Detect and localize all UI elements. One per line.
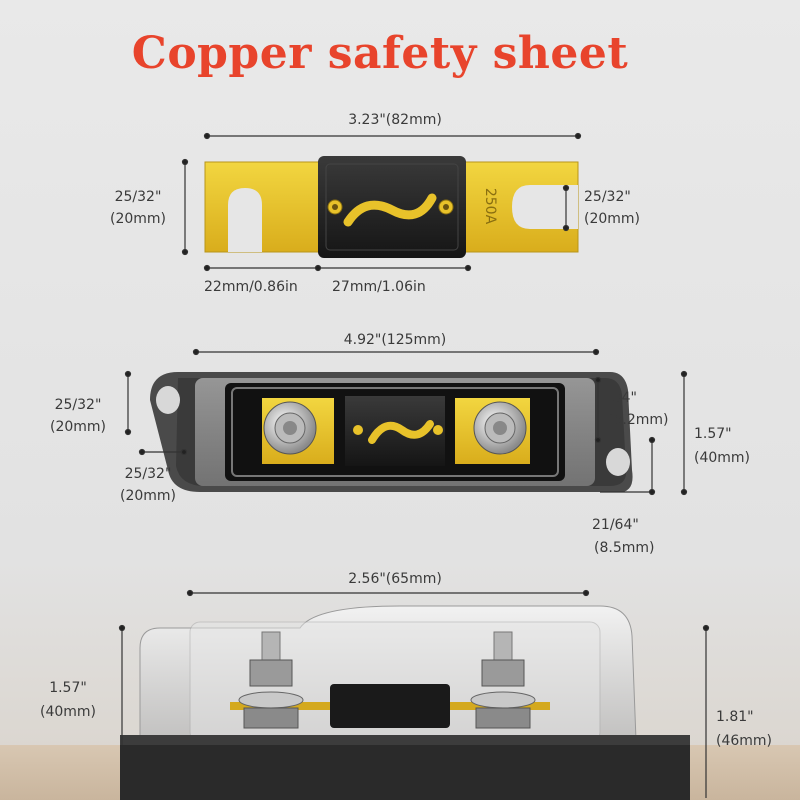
holder-top-right-height-label-2: (40mm): [694, 450, 751, 466]
side-terminal-right: [470, 631, 536, 729]
holder-side-left-label-1: 1.57": [49, 680, 87, 696]
holder-side-right-label-1: 1.81": [716, 709, 754, 725]
fuse-left-height-label-1: 25/32": [114, 189, 162, 205]
mount-hole-left: [156, 386, 180, 414]
holder-top-bottom-left-label-1: 25/32": [124, 466, 172, 482]
holder-side-right-label-2: (46mm): [716, 733, 773, 749]
holder-top-right-small-label-1: 1/4": [608, 390, 637, 406]
mount-hole-right: [606, 448, 630, 476]
fuse-body-width-label: 27mm/1.06in: [332, 279, 426, 295]
fuse-element: [343, 193, 437, 227]
fuse-left-height-label-2: (20mm): [109, 211, 166, 227]
fuse-left-slot: [228, 188, 262, 252]
fuse-holder-side: [120, 605, 690, 800]
holder-top-bottom-right-label-2: (8.5mm): [594, 540, 655, 556]
fuse-width-label: 3.23"(82mm): [348, 112, 442, 128]
fuse-right-height-label-1: 25/32": [584, 189, 631, 205]
fuse-left-offset-label: 22mm/0.86in: [204, 279, 298, 295]
holder-top-width-label: 4.92"(125mm): [343, 332, 447, 348]
holder-top-bottom-left-label-2: (20mm): [119, 488, 176, 504]
side-fuse-body: [330, 684, 450, 728]
holder-top-right-small-label-2: (6.2mm): [608, 412, 669, 428]
dimension-lines: [118, 132, 710, 798]
holder-top-left-label-2: (20mm): [49, 419, 106, 435]
side-terminal-left: [238, 631, 304, 729]
anl-fuse: [204, 156, 579, 258]
side-base: [120, 735, 690, 800]
page-title: Copper safety sheet: [131, 28, 629, 79]
holder-side-width-label: 2.56"(65mm): [348, 571, 442, 587]
holder-side-left-label-2: (40mm): [39, 704, 96, 720]
fuse-rating-text: 250A: [482, 187, 499, 225]
holder-top-left-label-1: 25/32": [54, 397, 102, 413]
holder-top-bottom-right-label-1: 21/64": [592, 517, 639, 533]
fuse-holder-top: [150, 372, 633, 493]
fuse-right-slot: [512, 185, 578, 229]
holder-top-right-height-label-1: 1.57": [694, 426, 732, 442]
fuse-right-height-label-2: (20mm): [584, 211, 641, 227]
